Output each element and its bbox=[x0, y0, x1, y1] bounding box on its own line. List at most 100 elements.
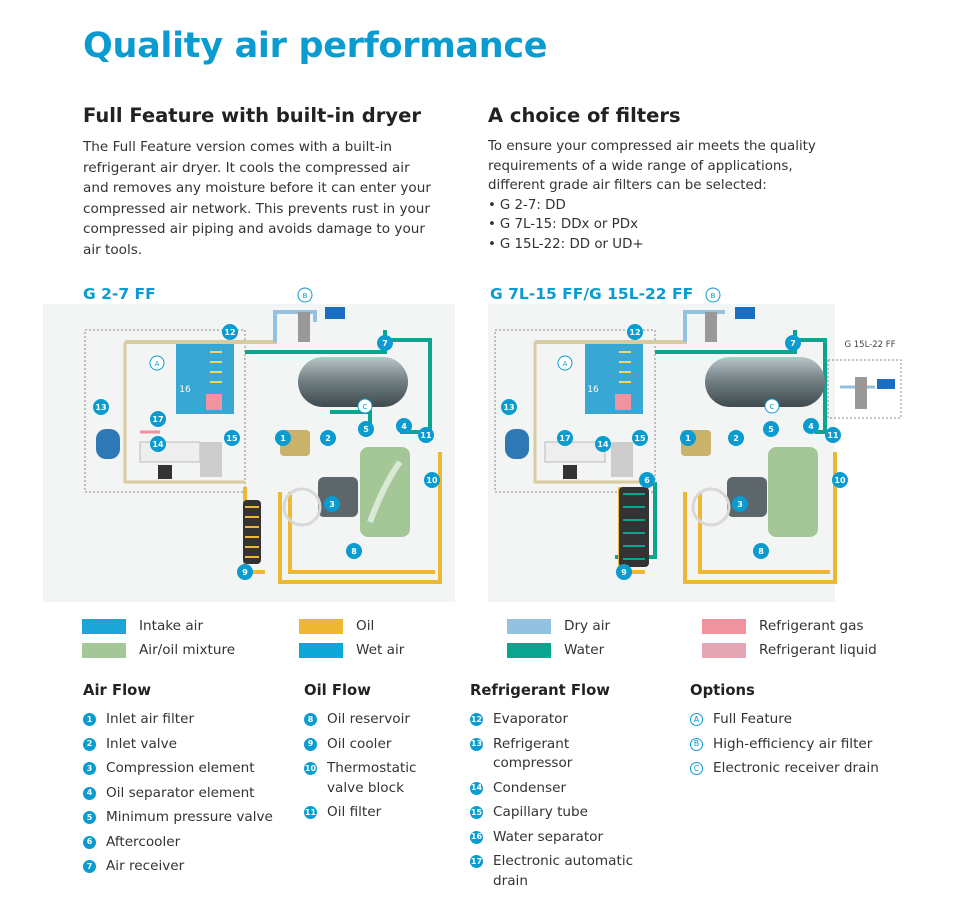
evaporator-coil bbox=[210, 351, 222, 383]
svg-text:8: 8 bbox=[351, 547, 357, 556]
filter-list: G 2-7: DD G 7L-15: DDx or PDx G 15L-22: … bbox=[488, 196, 848, 255]
swatch-refrigerant-gas bbox=[702, 618, 746, 634]
svg-text:4: 4 bbox=[401, 422, 407, 431]
svg-text:16: 16 bbox=[587, 385, 599, 395]
legend-col-2: Oil Wet air bbox=[299, 614, 404, 662]
svg-text:13: 13 bbox=[95, 403, 106, 412]
oil-cooler-fins bbox=[245, 506, 259, 558]
svg-text:11: 11 bbox=[420, 431, 432, 440]
outlet-valve bbox=[325, 307, 345, 319]
motor bbox=[318, 477, 358, 517]
svg-text:10: 10 bbox=[426, 476, 438, 485]
filter-item: G 15L-22: DD or UD+ bbox=[488, 235, 848, 255]
legend-item: Refrigerant gas bbox=[702, 614, 877, 638]
para-line: requirements of a wide range of applicat… bbox=[488, 158, 793, 174]
svg-text:A: A bbox=[563, 360, 568, 368]
legend-item: Water bbox=[507, 638, 610, 662]
para-line: The Full Feature version comes with a bu… bbox=[83, 139, 393, 155]
dryer-outline bbox=[84, 329, 246, 493]
swatch-air-oil bbox=[82, 642, 126, 658]
svg-text:9: 9 bbox=[621, 568, 627, 577]
svg-text:C: C bbox=[770, 403, 775, 411]
svg-text:6: 6 bbox=[644, 476, 650, 485]
condenser-fan bbox=[158, 465, 172, 479]
refrigerant-compressor bbox=[96, 429, 120, 459]
legend-item: Wet air bbox=[299, 638, 404, 662]
para-line: air tools. bbox=[83, 241, 143, 258]
svg-text:7: 7 bbox=[790, 339, 796, 348]
para-line: and removes any moisture before it can e… bbox=[83, 180, 431, 196]
svg-text:1: 1 bbox=[685, 434, 691, 443]
svg-text:2: 2 bbox=[325, 434, 331, 443]
page-title: Quality air performance bbox=[83, 26, 548, 66]
svg-text:C: C bbox=[363, 403, 368, 411]
filters-paragraph: To ensure your compressed air meets the … bbox=[488, 137, 848, 254]
swatch-water bbox=[507, 642, 551, 658]
inset-outline bbox=[827, 359, 902, 419]
legend-item: Air/oil mixture bbox=[82, 638, 235, 662]
para-line: refrigerant air dryer. It cools the comp… bbox=[83, 159, 410, 176]
dryer-outline bbox=[494, 329, 656, 493]
water-separator-block bbox=[206, 394, 222, 410]
svg-text:12: 12 bbox=[629, 328, 640, 337]
svg-text:A: A bbox=[155, 360, 160, 368]
air-flow-heading: Air Flow bbox=[83, 682, 151, 699]
svg-text:B: B bbox=[303, 292, 308, 300]
para-line: compressed air piping and avoids damage … bbox=[83, 221, 425, 237]
svg-text:4: 4 bbox=[808, 422, 814, 431]
svg-text:B: B bbox=[711, 292, 716, 300]
fan bbox=[282, 487, 322, 527]
refrigerant-flow-heading: Refrigerant Flow bbox=[470, 682, 610, 699]
legend-item: Refrigerant liquid bbox=[702, 638, 877, 662]
evaporator-block bbox=[176, 344, 234, 414]
svg-text:17: 17 bbox=[152, 415, 163, 424]
air-receiver-tank bbox=[298, 357, 408, 407]
pipe-water2 bbox=[385, 338, 432, 434]
full-feature-heading: Full Feature with built-in dryer bbox=[83, 104, 421, 127]
filter-b bbox=[298, 312, 310, 342]
condenser bbox=[139, 441, 201, 463]
svg-text:14: 14 bbox=[597, 440, 609, 449]
swatch-wet-air bbox=[299, 642, 343, 658]
pipe-dry-return bbox=[123, 342, 245, 484]
oil-cooler bbox=[243, 500, 261, 564]
svg-text:10: 10 bbox=[834, 476, 846, 485]
legend-col-4: Refrigerant gas Refrigerant liquid bbox=[702, 614, 877, 662]
oil-flow-heading: Oil Flow bbox=[304, 682, 371, 699]
legend-item: Intake air bbox=[82, 614, 235, 638]
filters-heading: A choice of filters bbox=[488, 104, 681, 127]
legend-col-3: Dry air Water bbox=[507, 614, 610, 662]
svg-text:13: 13 bbox=[503, 403, 514, 412]
svg-text:14: 14 bbox=[152, 440, 164, 449]
svg-text:2: 2 bbox=[733, 434, 739, 443]
diagram-g7l-22: G 15L-22 FF 12 7 13 17 14 15 1 2 5 4 11 bbox=[488, 287, 902, 602]
swatch-intake bbox=[82, 618, 126, 634]
para-line: To ensure your compressed air meets the … bbox=[488, 139, 816, 154]
para-line: compressed air network. This prevents ru… bbox=[83, 200, 431, 217]
svg-text:15: 15 bbox=[226, 434, 238, 443]
full-feature-paragraph: The Full Feature version comes with a bu… bbox=[83, 137, 453, 260]
svg-text:5: 5 bbox=[768, 425, 774, 434]
